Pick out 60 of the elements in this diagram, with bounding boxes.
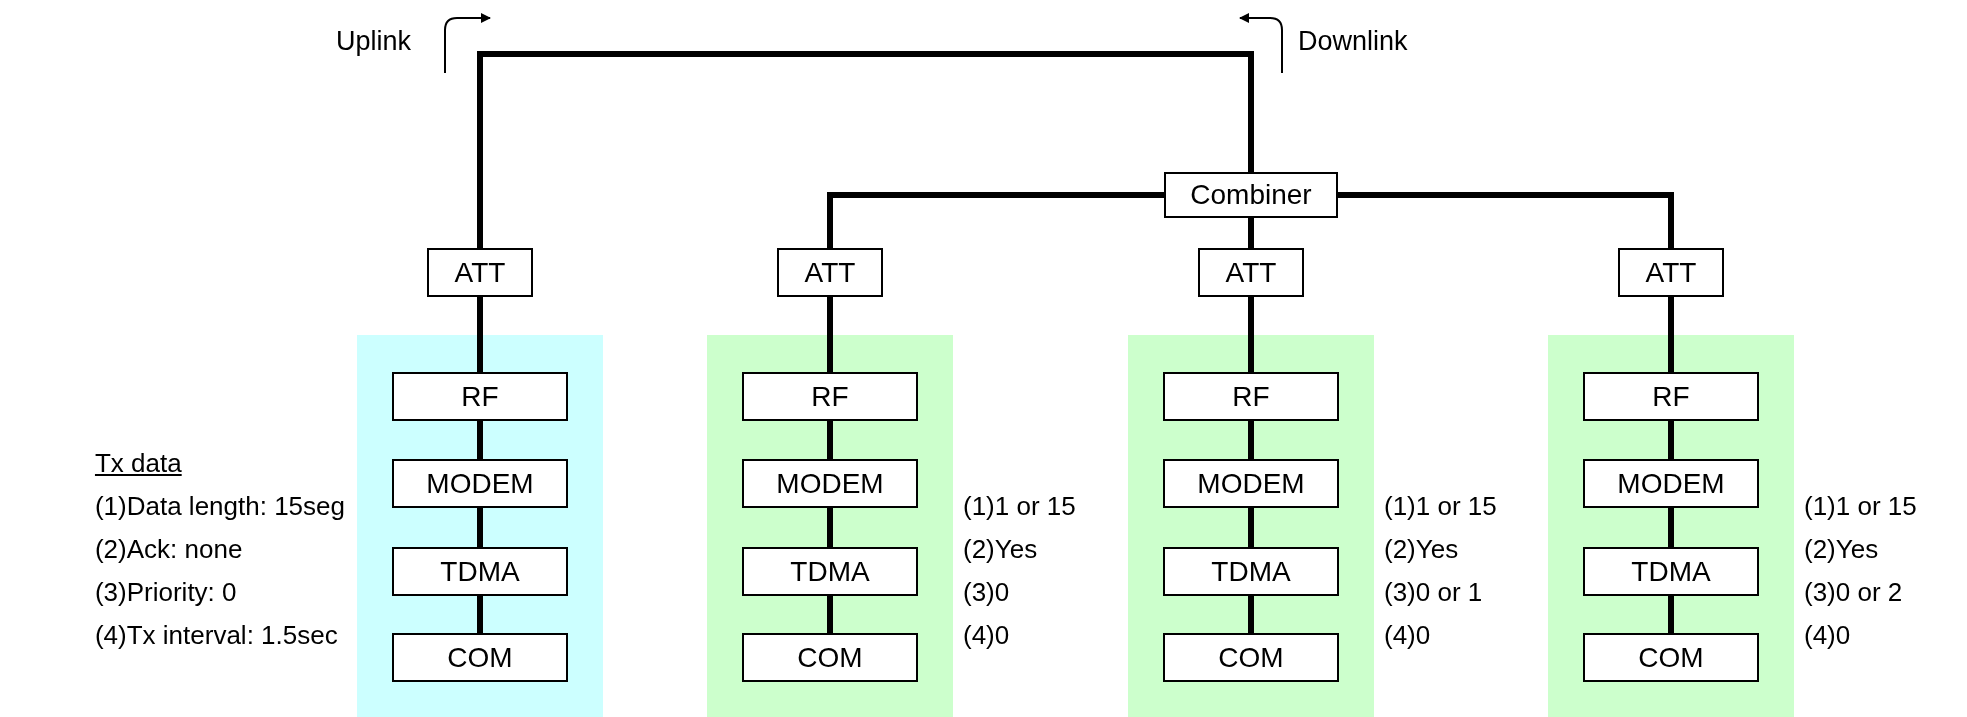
- note-text: (4)0: [1384, 620, 1431, 650]
- process-box: MODEM: [1583, 459, 1759, 508]
- process-box: TDMA: [1583, 547, 1759, 596]
- process-box: MODEM: [1163, 459, 1339, 508]
- connector-line: [1248, 297, 1254, 372]
- process-box: COM: [742, 633, 918, 682]
- process-box: RF: [1163, 372, 1339, 421]
- connector-line: [1668, 297, 1674, 372]
- process-box: MODEM: [742, 459, 918, 508]
- process-box: TDMA: [1163, 547, 1339, 596]
- note-text: (3)0: [963, 577, 1010, 607]
- note-text: (1)Data length: 15seg: [94, 491, 345, 521]
- connector-line: [477, 596, 483, 633]
- connector-line: [1668, 596, 1674, 633]
- process-box: MODEM: [392, 459, 568, 508]
- note-text: (4)Tx interval: 1.5sec: [94, 620, 338, 650]
- process-box: TDMA: [742, 547, 918, 596]
- connector-line: [827, 508, 833, 547]
- connector-line: [1248, 596, 1254, 633]
- note-text: (2)Yes: [963, 534, 1038, 564]
- connector-line: [827, 421, 833, 459]
- connector-line: [1248, 421, 1254, 459]
- connector-line: [827, 192, 1164, 248]
- process-box: RF: [742, 372, 918, 421]
- connector-line: [477, 508, 483, 547]
- process-box: COM: [1163, 633, 1339, 682]
- connector-line: [477, 51, 1254, 248]
- connector-line: [827, 297, 833, 372]
- process-box: RF: [1583, 372, 1759, 421]
- note-text: (3)0 or 1: [1384, 577, 1483, 607]
- note-text: (1)1 or 15: [1384, 491, 1497, 521]
- process-box: RF: [392, 372, 568, 421]
- note-text: (4)0: [1804, 620, 1851, 650]
- process-box: ATT: [427, 248, 533, 297]
- note-text: (2)Ack: none: [94, 534, 243, 564]
- process-box: COM: [392, 633, 568, 682]
- process-box: ATT: [1618, 248, 1724, 297]
- process-box: TDMA: [392, 547, 568, 596]
- connector-line: [1338, 192, 1674, 248]
- process-box: ATT: [777, 248, 883, 297]
- connector-line: [1668, 508, 1674, 547]
- note-heading: Tx data: [94, 448, 182, 478]
- direction-label: Uplink: [336, 26, 412, 57]
- combiner-box: Combiner: [1164, 172, 1338, 218]
- direction-label: Downlink: [1298, 26, 1408, 57]
- connector-line: [1248, 508, 1254, 547]
- connector-line: [1248, 218, 1254, 248]
- connector-line: [827, 596, 833, 633]
- note-text: (3)0 or 2: [1804, 577, 1903, 607]
- connector-line: [477, 421, 483, 459]
- process-box: COM: [1583, 633, 1759, 682]
- note-text: (1)1 or 15: [1804, 491, 1917, 521]
- connector-line: [1668, 421, 1674, 459]
- note-text: (2)Yes: [1804, 534, 1879, 564]
- process-box: ATT: [1198, 248, 1304, 297]
- note-text: (3)Priority: 0: [94, 577, 237, 607]
- note-text: (1)1 or 15: [963, 491, 1076, 521]
- note-text: (4)0: [963, 620, 1010, 650]
- connector-line: [477, 297, 483, 372]
- note-text: (2)Yes: [1384, 534, 1459, 564]
